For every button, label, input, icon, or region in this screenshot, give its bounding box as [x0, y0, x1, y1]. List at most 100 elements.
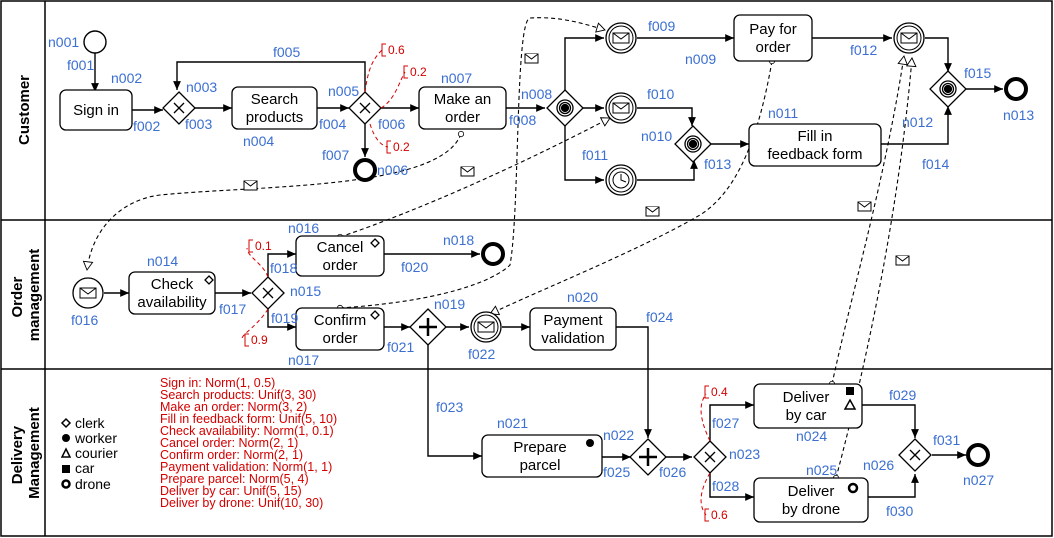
label-f007: f007	[322, 147, 349, 163]
label-f006: f006	[378, 116, 405, 132]
label-f003: f003	[185, 116, 212, 132]
task-label-line: Search	[251, 91, 299, 108]
legend-worker: worker	[74, 430, 117, 446]
label-n027: n027	[963, 472, 994, 488]
probability-f006: 0.2	[410, 65, 427, 79]
lane-customer-label: Customer	[16, 75, 33, 145]
duration-notes: Sign in: Norm(1, 0.5) Search products: U…	[160, 376, 337, 510]
worker-resource-icon	[586, 439, 594, 447]
probability-f018: 0.1	[255, 239, 272, 253]
envelope-icon	[645, 206, 660, 217]
task-label-sign-in: Sign in	[73, 102, 119, 119]
events	[72, 22, 1028, 467]
flow-f030	[868, 474, 919, 498]
envelope-icon	[460, 166, 475, 177]
task-label-line: Deliver	[783, 389, 830, 406]
task-label-line: order	[755, 39, 790, 56]
clock-icon	[612, 171, 630, 189]
label-f016: f016	[71, 312, 98, 328]
label-f008: f008	[509, 112, 536, 128]
task-label-line: Fill in	[797, 128, 832, 145]
label-f022: f022	[468, 346, 495, 362]
flow-f023	[427, 345, 482, 460]
label-f002: f002	[133, 118, 160, 134]
flow-f024	[616, 326, 652, 438]
label-n015: n015	[290, 283, 321, 299]
clerk-resource-icon	[370, 310, 380, 320]
label-n012: n012	[902, 114, 933, 130]
label-n007: n007	[441, 70, 472, 86]
lane-delivery-line2: Management	[26, 407, 43, 499]
task-label-line: Payment	[543, 312, 603, 329]
label-f019: f019	[271, 310, 298, 326]
probability-f005: 0.6	[388, 43, 405, 57]
label-f020: f020	[401, 259, 428, 275]
task-label-line: by car	[786, 407, 827, 424]
probability-annotations: 0.6 0.2 0.2 0.1 0.9 0.4 0.6	[241, 43, 728, 522]
label-f025: f025	[603, 464, 630, 480]
task-sign-in[interactable]: Sign in	[59, 89, 133, 131]
label-f012: f012	[850, 42, 877, 58]
label-f015: f015	[964, 65, 991, 81]
label-n004: n004	[243, 133, 274, 149]
diamond-icon	[60, 417, 72, 429]
legend-drone: drone	[75, 476, 111, 492]
task-label-line: Pay for	[749, 21, 797, 38]
task-label-line: validation	[541, 330, 604, 347]
label-n013: n013	[1003, 107, 1034, 123]
label-n011: n011	[768, 105, 798, 121]
label-n009: n009	[685, 51, 716, 67]
label-f004: f004	[319, 116, 346, 132]
start-event	[83, 30, 107, 54]
duration-cancel-order: Cancel order: Norm(2, 1)	[160, 436, 298, 450]
end-event-n013	[1004, 77, 1028, 101]
task-label-line: order	[322, 330, 357, 347]
envelope-icon	[612, 32, 630, 44]
duration-check-availability: Check availability: Norm(1, 0.1)	[160, 424, 334, 438]
label-f017: f017	[219, 301, 246, 317]
lane-order-line1: Order	[9, 277, 26, 318]
label-n018: n018	[443, 232, 474, 248]
clerk-resource-icon	[204, 275, 214, 285]
label-f031: f031	[933, 432, 960, 448]
label-n023: n023	[729, 446, 760, 462]
label-n008: n008	[521, 86, 552, 102]
probability-f007: 0.2	[393, 140, 410, 154]
task-label-line: by drone	[782, 501, 840, 518]
end-event-n006	[353, 158, 377, 182]
label-f005: f005	[273, 44, 300, 60]
duration-deliver-by-car: Deliver by car: Unif(5, 15)	[160, 484, 302, 498]
label-n014: n014	[147, 253, 178, 269]
label-n024: n024	[796, 428, 827, 444]
label-f026: f026	[659, 464, 686, 480]
task-label-line: parcel	[520, 457, 561, 474]
label-f011: f011	[582, 147, 608, 163]
duration-search-products: Search products: Unif(3, 30)	[160, 388, 316, 402]
duration-prepare-parcel: Prepare parcel: Norm(5, 4)	[160, 472, 309, 486]
task-label-line: Prepare	[513, 439, 566, 456]
task-label-line: Check	[151, 276, 194, 293]
circle-icon	[62, 434, 70, 442]
envelope-icon	[477, 321, 495, 333]
duration-deliver-by-drone: Deliver by drone: Unif(10, 30)	[160, 496, 323, 510]
